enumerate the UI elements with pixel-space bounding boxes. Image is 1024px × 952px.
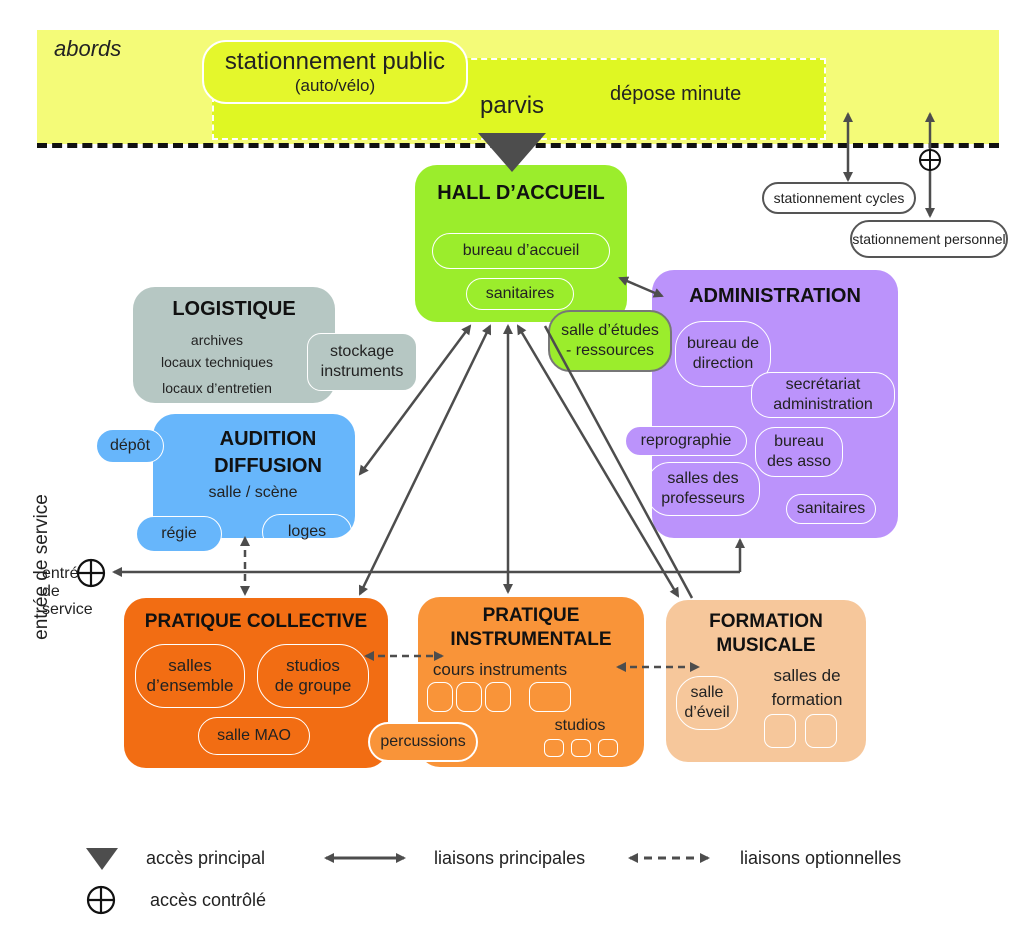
techniques-label: locaux techniques (160, 354, 274, 370)
depot-pill: dépôt (96, 429, 164, 463)
formation-room-1 (764, 714, 796, 748)
logistique-zone (133, 287, 335, 403)
legend-controle-icon (86, 885, 116, 915)
eveil-line2: d’éveil (684, 704, 730, 721)
secretariat-line2: administration (773, 396, 873, 413)
legend-controle-label: accès contrôlé (150, 890, 267, 910)
logistique-title: LOGISTIQUE (172, 298, 296, 320)
collective-title: PRATIQUE COLLECTIVE (144, 611, 368, 632)
depose-label: dépose minute (610, 83, 742, 105)
groupe-line2: de groupe (274, 676, 352, 695)
direction-line2: direction (692, 355, 754, 372)
salle-eveil-pill: salle d’éveil (676, 676, 738, 730)
parvis-label: parvis (480, 92, 545, 119)
hall-collective-liaison (358, 324, 492, 596)
formation-title-line2: MUSICALE (716, 635, 816, 656)
instrumentale-title-line1: PRATIQUE (482, 605, 580, 626)
parking-public-sub: (auto/vélo) (294, 76, 376, 95)
hall-admin-liaison (618, 276, 664, 298)
percussions-pill: percussions (368, 722, 478, 762)
professeurs-pill: salles des professeurs (646, 462, 760, 516)
direction-line1: bureau de (686, 335, 760, 352)
studio-2 (571, 739, 591, 757)
hall-title: HALL D’ACCUEIL (437, 182, 605, 204)
secretariat-line1: secrétariat (785, 376, 861, 393)
salles-ensemble-pill: salles d’ensemble (135, 644, 245, 708)
parking-public-pill: stationnement public (auto/vélo) (202, 40, 468, 104)
audition-title-line2: DIFFUSION (214, 455, 322, 477)
secretariat-pill: secrétariat administration (751, 372, 895, 418)
professeurs-line1: salles des (667, 470, 739, 487)
stationnement-personnel-pill: stationnement personnel (850, 220, 1008, 258)
cours-instruments-label: cours instruments (432, 660, 568, 679)
admin-title: ADMINISTRATION (689, 285, 861, 307)
cours-room-2 (456, 682, 482, 712)
parking-public-label: stationnement public (224, 48, 446, 75)
cours-room-3 (485, 682, 511, 712)
entretien-label: locaux d’entretien (162, 380, 272, 396)
salles-formation-line2: formation (771, 690, 843, 709)
legend-principal-icon (86, 848, 118, 870)
abords-label: abords (54, 36, 122, 61)
professeurs-line2: professeurs (661, 490, 745, 507)
controle-access-icon-service (76, 558, 106, 588)
audition-title-line1: AUDITION (219, 428, 317, 450)
salles-formation-line1: salles de (773, 666, 841, 685)
formation-room-2 (805, 714, 837, 748)
ensemble-line2: d’ensemble (146, 676, 234, 695)
hall-formation-liaison (516, 324, 680, 598)
asso-line2: des asso (766, 453, 832, 470)
studio-3 (598, 739, 618, 757)
formation-title-line1: FORMATION (709, 611, 823, 632)
legend-principal-label: accès principal (146, 848, 266, 868)
etudes-formation-liaison (543, 325, 694, 599)
salle-mao-pill: salle MAO (198, 717, 310, 755)
legend-liaisons-label: liaisons principales (434, 848, 586, 868)
bureau-accueil-pill: bureau d’accueil (432, 233, 610, 269)
asso-pill: bureau des asso (755, 427, 843, 477)
eveil-line1: salle (690, 684, 724, 701)
controle-access-icon-parking (919, 149, 941, 171)
cours-room-1 (427, 682, 453, 712)
asso-line1: bureau (774, 433, 824, 450)
studios-groupe-pill: studios de groupe (257, 644, 369, 708)
direction-pill: bureau de direction (675, 321, 771, 387)
acces-principal-marker (478, 133, 546, 172)
salle-scene-label: salle / scène (208, 484, 298, 501)
stationnement-cycles-pill: stationnement cycles (762, 182, 916, 214)
legend-optionnelles-label: liaisons optionnelles (740, 848, 902, 868)
cours-room-4 (529, 682, 571, 712)
admin-sanitaires-pill: sanitaires (786, 494, 876, 524)
instrumentale-title-line2: INSTRUMENTALE (450, 629, 612, 650)
loges-pill: loges (262, 514, 352, 550)
studio-1 (544, 739, 564, 757)
studios-label: studios (554, 717, 606, 734)
regie-pill: régie (136, 516, 222, 552)
groupe-line1: studios (286, 656, 340, 675)
archives-label: archives (190, 332, 244, 348)
ensemble-line1: salles (168, 656, 212, 675)
hall-sanitaires-pill: sanitaires (466, 278, 574, 310)
